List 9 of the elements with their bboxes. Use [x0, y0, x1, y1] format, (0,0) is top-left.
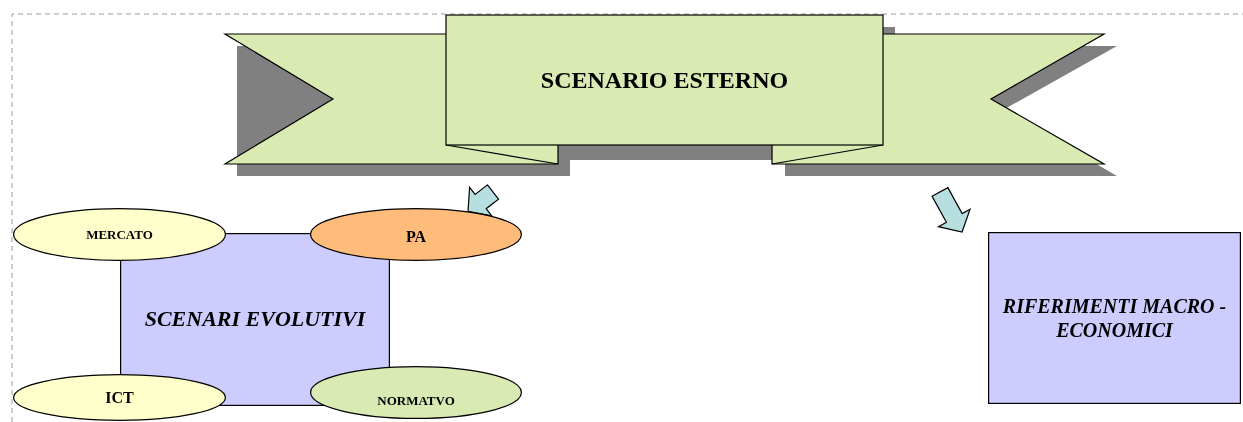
node-label: SCENARI EVOLUTIVI	[144, 306, 366, 333]
node-label: PA	[405, 226, 427, 247]
node-label: SCENARIO ESTERNO	[540, 65, 789, 95]
block-arrow	[467, 184, 500, 217]
node-label: RIFERIMENTI MACRO - ECONOMICI	[1001, 294, 1228, 342]
node-label: MERCATO	[86, 226, 153, 243]
node-label: ICT	[105, 387, 134, 408]
node-label: NORMATVO	[377, 392, 455, 409]
block-arrow	[931, 186, 972, 233]
